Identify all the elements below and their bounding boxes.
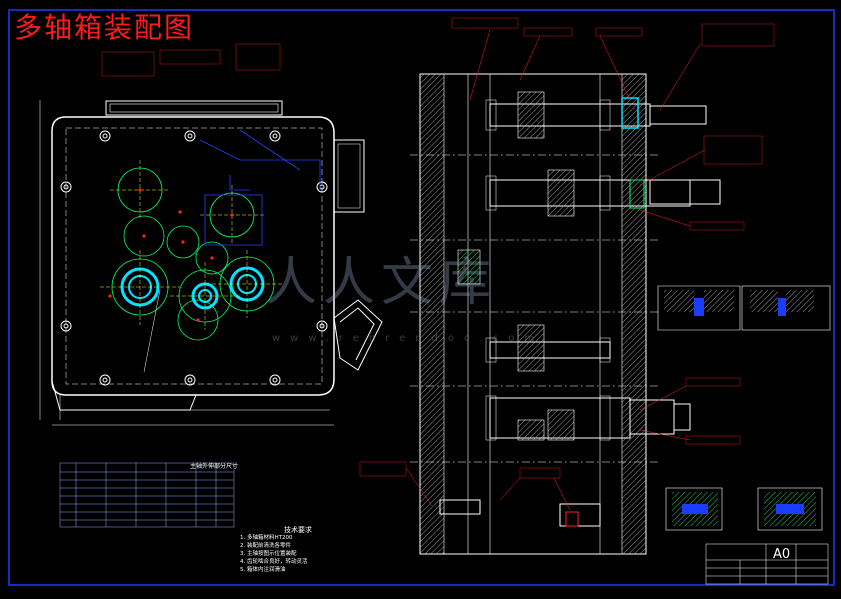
gear-pitch-circles <box>111 167 275 341</box>
note-4: 4. 齿轮啮合良好，转动灵活 <box>240 559 308 565</box>
sheet-border <box>8 9 835 586</box>
hole-markers <box>108 188 234 322</box>
note-2: 2. 装配前清洗各零件 <box>240 543 291 549</box>
transmission-lines <box>199 129 321 246</box>
oil-pump <box>333 299 383 371</box>
accent-parts <box>565 97 645 527</box>
title-block <box>705 543 829 585</box>
section-gears <box>457 91 575 441</box>
table-title: 主轴外伸部分尺寸 <box>190 463 239 470</box>
spec-block-left <box>101 43 281 77</box>
dimension-lines <box>39 100 334 426</box>
spindle-table <box>59 462 235 528</box>
note-1: 1. 多轴箱材料HT200 <box>240 535 293 541</box>
spindle-bearings <box>120 266 265 310</box>
note-5: 5. 箱体内注润滑油 <box>240 567 286 573</box>
watermark-text: 人人文库 <box>265 253 498 313</box>
bearing-blocks <box>485 99 611 441</box>
box-front-view <box>51 100 365 411</box>
spindle-shafts <box>439 103 691 527</box>
sheet-size-label: A0 <box>773 547 791 562</box>
detail-view-lower <box>665 487 823 531</box>
leader-label-boxes <box>359 17 775 479</box>
leader-lines <box>405 29 706 511</box>
notes-title: 技术要求 <box>284 526 312 534</box>
detail-view-seal <box>657 285 831 331</box>
note-3: 3. 主轴按图示位置装配 <box>240 551 297 557</box>
spindle-section-view <box>410 73 660 555</box>
mounting-holes <box>60 130 328 386</box>
drawing-title: 多轴箱装配图 <box>14 11 195 44</box>
watermark-url: www.renrendoc.com <box>272 333 545 344</box>
spindle-noses <box>629 105 721 435</box>
